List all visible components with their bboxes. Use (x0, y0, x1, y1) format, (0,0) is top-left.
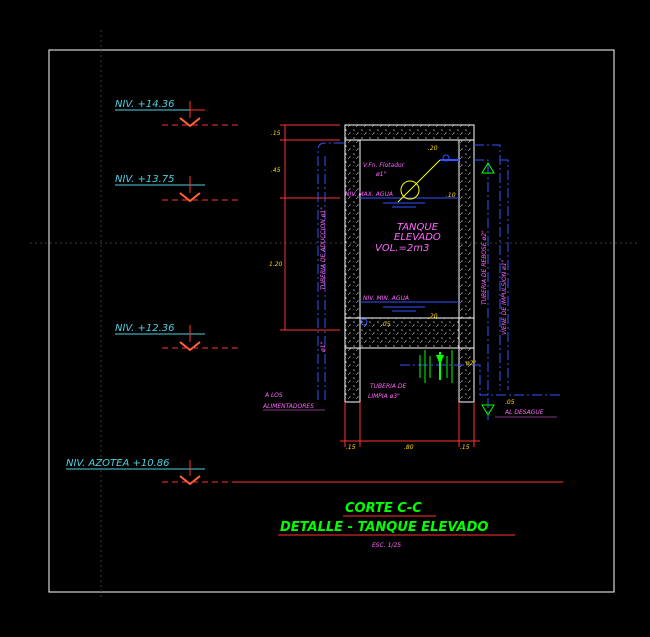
dim-water-height: 1.20 (269, 261, 283, 268)
tank-top-slab (344, 124, 475, 141)
tank-left-wall (344, 139, 361, 403)
level-marker-azotea: NIV. AZOTEA +10.86 (66, 458, 563, 486)
impulsion-pipe-label: VIENE DE IMPULSION ø1" (501, 259, 508, 335)
drain-pipe (400, 364, 560, 396)
drain-pipe-size: ø2" (465, 360, 476, 367)
down-arrow-icon (481, 162, 495, 174)
feeders-label-2: ALIMENTADORES (262, 403, 314, 410)
min-water-label: NIV. MIN. AGUA (363, 295, 409, 302)
level-label: NIV. AZOTEA +10.86 (66, 458, 170, 469)
dim-freeboard: .45 (271, 167, 281, 174)
max-water-label: NIV. MAX. AGUA (345, 191, 393, 198)
tank-bottom-slab (344, 317, 475, 349)
dim-inner-bottom: .20 (428, 313, 438, 320)
tank-volume: VOL.=2m3 (375, 243, 429, 254)
dim-inner-top: .20 (428, 145, 438, 152)
supply-pipe-label: TUBERIA DE ADUCCION ø1" (320, 207, 327, 290)
drawing-frame (48, 49, 615, 593)
overflow-pipe (474, 159, 489, 420)
dim-right-wall: .15 (460, 444, 470, 451)
dim-inner-right: .10 (446, 192, 456, 199)
section-title: CORTE C-C (345, 501, 422, 516)
dim-interior-width: .80 (404, 444, 414, 451)
scale-label: ESC. 1/25 (372, 542, 401, 549)
down-arrow-icon (481, 404, 495, 416)
supply-pipe-size: ø1" (320, 342, 327, 353)
level-label: NIV. +14.36 (115, 99, 175, 110)
overflow-pipe-label: TUBERIA DE REBOSE ø2" (481, 230, 488, 305)
float-ball-icon (400, 180, 420, 200)
level-marker-1375: NIV. +13.75 (115, 174, 238, 203)
float-valve-size: ø1" (375, 171, 386, 178)
level-label: NIV. +12.36 (115, 323, 175, 334)
impulsion-pipe (474, 144, 501, 390)
dim-left-wall: .15 (346, 444, 356, 451)
float-valve-label: V.Fn. Flotador (363, 162, 405, 169)
feeders-label-1: A LOS (264, 392, 283, 399)
vertical-dimension-chain: .15 .45 1.20 (269, 124, 340, 331)
tank-interior (359, 139, 460, 319)
tank-name-1: TANQUE (397, 222, 439, 233)
tank-name-2: ELEVADO (394, 232, 441, 243)
title-block: CORTE C-C DETALLE - TANQUE ELEVADO ESC. … (278, 501, 515, 549)
dim-inner-left: .05 (381, 321, 391, 328)
drain-dim: .05 (505, 399, 515, 406)
level-marker-1236: NIV. +12.36 (115, 323, 238, 352)
level-label: NIV. +13.75 (115, 174, 175, 185)
pipe-network: TUBERIA DE ADUCCION ø1" ø1" TUBERIA DE R… (262, 142, 560, 420)
detail-title: DETALLE - TANQUE ELEVADO (280, 520, 488, 535)
tank-structure: V.Fn. Flotador ø1" NIV. MAX. AGUA TANQUE… (344, 124, 475, 403)
cleaning-pipe-label-1: TUBERIA DE (370, 383, 407, 390)
level-marker-1436: NIV. +14.36 (115, 99, 238, 128)
cleaning-pipe-label-2: LIMPIA ø3" (368, 393, 400, 400)
gate-valve-icon (419, 350, 453, 383)
supply-pipe (317, 142, 345, 400)
dim-top-slab: .15 (271, 130, 281, 137)
drain-label: AL DESAGUE (504, 409, 544, 416)
horizontal-dimension-chain: .15 .80 .15 (340, 402, 480, 451)
